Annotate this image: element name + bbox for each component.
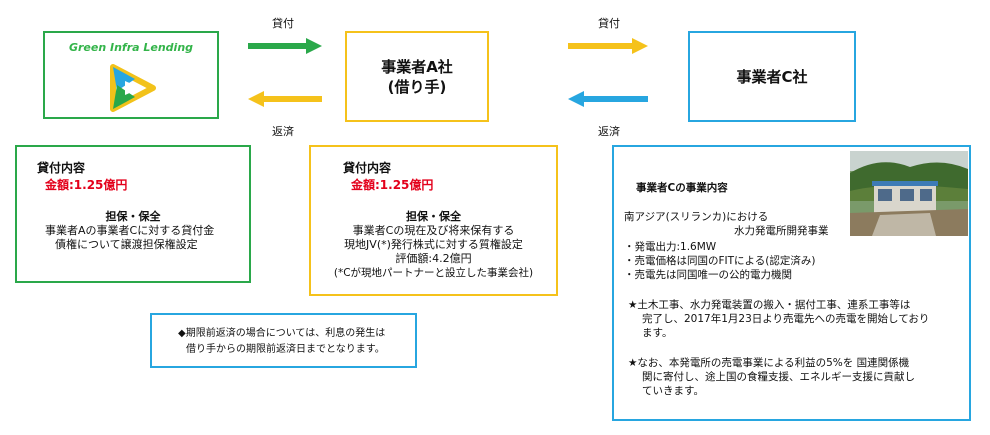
loan-label-2: 貸付 (598, 17, 620, 30)
loan-arrow-2 (568, 38, 648, 54)
collateral-line-2b: 現地JV(*)発行株式に対する質権設定 (344, 238, 523, 251)
company-c-name: 事業者C社 (736, 67, 808, 86)
borrower-box: 事業者A社 (借り手) (345, 31, 489, 122)
business-line-3: ・発電出力:1.6MW (624, 241, 717, 253)
business-star1-line-2: 完了し、2017年1月23日より売電先への売電を開始しており (642, 313, 930, 325)
hydropower-plant-photo (850, 151, 968, 236)
repay-arrow-2 (568, 91, 648, 107)
note-line-2: 借り手からの期限前返済日までとなります。 (186, 344, 385, 355)
note-line-1: ◆期限前返済の場合については、利息の発生は (178, 328, 386, 339)
collateral-heading-2: 担保・保全 (406, 210, 461, 223)
loan-heading-1: 貸付内容 (37, 161, 86, 175)
collateral-line-1b: 債権について譲渡担保権設定 (55, 238, 198, 251)
business-star1-line-3: ます。 (642, 327, 673, 339)
borrower-role: (借り手) (387, 77, 447, 96)
collateral-line-2a: 事業者Cの現在及び将来保有する (352, 224, 515, 237)
business-line-1: 南アジア(スリランカ)における (624, 211, 769, 223)
lender-logo-icon (110, 64, 156, 112)
business-line-4: ・売電価格は同国のFITによる(認定済み) (624, 255, 816, 267)
business-star2-line-2: 関に寄付し、途上国の食糧支援、エネルギー支援に貢献し (642, 371, 915, 383)
business-star2-line-3: ていきます。 (642, 385, 704, 397)
business-line-5: ・売電先は同国唯一の公的電力機関 (624, 269, 792, 281)
lender-logo-text: Green Infra Lending (68, 41, 194, 54)
business-star1-line-1: ★土木工事、水力発電装置の搬入・据付工事、連系工事等は (628, 299, 911, 311)
repay-arrow-1 (248, 91, 322, 107)
business-star2-line-1: ★なお、本発電所の売電事業による利益の5%を 国連関係機 (628, 357, 910, 369)
early-repayment-note-box: ◆期限前返済の場合については、利息の発生は 借り手からの期限前返済日までとなりま… (150, 313, 417, 368)
collateral-line-2c: 評価額:4.2億円 (395, 252, 472, 265)
loan-arrow-1 (248, 38, 322, 54)
loan-amount-2: 金額:1.25億円 (351, 178, 434, 192)
lender-box: Green Infra Lending (43, 31, 219, 119)
collateral-line-2d: (*Cが現地パートナーと設立した事業会社) (333, 267, 534, 279)
repay-label-2: 返済 (598, 125, 620, 138)
business-line-2: 水力発電所開発事業 (734, 225, 829, 237)
loan-details-box-2: 貸付内容 金額:1.25億円 担保・保全 事業者Cの現在及び将来保有する 現地J… (309, 145, 558, 296)
loan-details-box-1: 貸付内容 金額:1.25億円 担保・保全 事業者Aの事業者Cに対する貸付金 債権… (15, 145, 251, 283)
business-details-box: 事業者Cの事業内容 南アジア(スリランカ)における 水力発電所開発事業 ・発電出… (612, 145, 971, 421)
repay-label-1: 返済 (272, 125, 294, 138)
collateral-line-1a: 事業者Aの事業者Cに対する貸付金 (45, 224, 215, 237)
business-heading: 事業者Cの事業内容 (636, 182, 728, 194)
loan-amount-1: 金額:1.25億円 (45, 178, 128, 192)
collateral-heading-1: 担保・保全 (105, 210, 161, 223)
loan-heading-2: 貸付内容 (343, 161, 392, 175)
loan-label-1: 貸付 (272, 17, 294, 30)
company-c-box: 事業者C社 (688, 31, 856, 122)
borrower-name: 事業者A社 (381, 57, 453, 76)
